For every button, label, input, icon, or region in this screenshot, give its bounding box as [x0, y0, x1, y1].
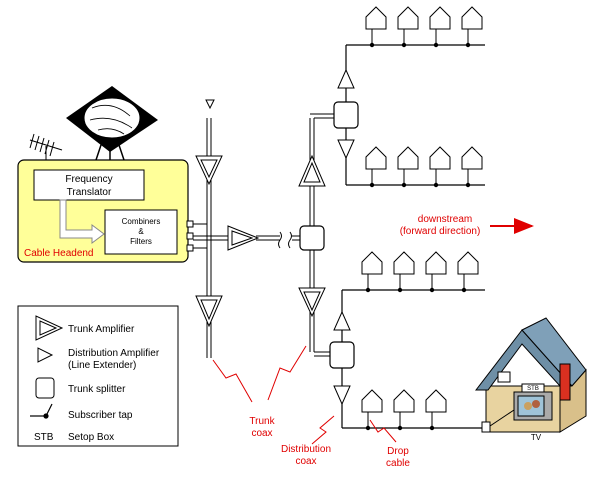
distribution-coax-label-1: Distribution: [281, 444, 331, 455]
yagi-antenna-icon: [29, 133, 63, 160]
subscriber-tap: [433, 182, 439, 188]
subscriber-tap: [369, 42, 375, 48]
house-icon: [425, 389, 447, 413]
tv-label: TV: [531, 433, 542, 442]
legend-distribution-amplifier-label-1: Distribution Amplifier: [68, 348, 160, 359]
drop-cable-label-2: cable: [386, 458, 410, 469]
house-icon: [461, 146, 483, 170]
cable-headend-label: Cable Headend: [24, 248, 94, 259]
frequency-translator-label-2: Translator: [67, 187, 112, 198]
trunk-amplifier-5: [298, 287, 326, 318]
house-icon: [365, 146, 387, 170]
legend: Trunk Amplifier Distribution Amplifier (…: [17, 305, 179, 447]
subscriber-tap: [461, 287, 467, 293]
subscriber-tap: [429, 425, 435, 431]
subscriber-home-detail: STB TV: [474, 317, 587, 442]
legend-trunk-amplifier-icon: [35, 315, 64, 341]
satellite-dish-icon: [66, 86, 158, 161]
legend-distribution-amplifier-label-2: (Line Extender): [68, 360, 136, 371]
legend-distribution-amplifier-icon: [37, 347, 54, 363]
trunk-amplifier-3: [227, 225, 260, 251]
drop-cable-label-1: Drop: [387, 446, 409, 457]
frequency-translator-box: [33, 169, 145, 201]
stb-box-icon: [521, 383, 545, 393]
downstream-label-2: (forward direction): [400, 226, 481, 237]
combiners-label-2: &: [138, 227, 144, 236]
house-icon: [429, 146, 451, 170]
combiners-filters-box: [104, 209, 178, 255]
house-window-icon: [497, 371, 511, 383]
legend-stb-desc: Setop Box: [68, 432, 114, 443]
subscriber-tap: [401, 42, 407, 48]
headend-port-3: [186, 244, 194, 252]
subscriber-tap: [365, 425, 371, 431]
house-icon: [461, 6, 483, 30]
legend-trunk-splitter-label: Trunk splitter: [68, 384, 126, 395]
distribution-amplifier-1: [337, 68, 355, 89]
house-icon: [425, 251, 447, 275]
chimney-icon: [559, 363, 571, 401]
trunk-coax-label-1: Trunk: [249, 416, 275, 427]
trunk-amplifier-1: [195, 155, 223, 186]
subscriber-tap: [397, 287, 403, 293]
frequency-translator-label-1: Frequency: [65, 174, 112, 185]
internal-flow-arrow: [59, 199, 105, 244]
trunk-splitter-lower: [329, 341, 355, 369]
combiners-label-1: Combiners: [122, 217, 161, 226]
trunk-coax-label-2: coax: [251, 428, 272, 439]
headend-port-2: [186, 232, 194, 240]
house-icon: [393, 389, 415, 413]
house-icon: [457, 251, 479, 275]
legend-subscriber-tap-icon: [30, 403, 53, 419]
trunk-amplifier-4: [298, 154, 326, 187]
distribution-amplifier-3: [333, 310, 351, 331]
legend-stb-abbrev: STB: [34, 432, 54, 443]
distribution-coax-label-2: coax: [295, 456, 316, 467]
wall-outlet-icon: [481, 421, 491, 433]
subscriber-tap: [397, 425, 403, 431]
legend-trunk-splitter-icon: [35, 377, 55, 399]
subscriber-tap: [433, 42, 439, 48]
trunk-end-marker-icon: [205, 99, 215, 110]
house-icon: [397, 146, 419, 170]
house-icon: [361, 251, 383, 275]
headend-port-1: [186, 220, 194, 228]
subscriber-tap: [401, 182, 407, 188]
distribution-amplifier-2: [337, 139, 355, 160]
distribution-amplifier-4: [333, 385, 351, 406]
downstream-label-1: downstream: [418, 214, 472, 225]
subscriber-tap: [465, 42, 471, 48]
house-icon: [397, 6, 419, 30]
trunk-splitter-upper: [333, 101, 359, 129]
legend-trunk-amplifier-label: Trunk Amplifier: [68, 324, 135, 335]
subscriber-tap: [429, 287, 435, 293]
house-icon: [393, 251, 415, 275]
stb-label: STB: [527, 386, 539, 392]
cable-headend: Frequency Translator Combiners & Filters…: [17, 159, 194, 263]
subscriber-tap: [369, 182, 375, 188]
combiners-label-3: Filters: [130, 237, 152, 246]
subscriber-tap: [365, 287, 371, 293]
trunk-splitter-main: [299, 225, 325, 251]
legend-subscriber-tap-label: Subscriber tap: [68, 410, 133, 421]
house-icon: [361, 389, 383, 413]
callout-lines: [212, 345, 397, 445]
subscriber-tap: [465, 182, 471, 188]
house-icon: [429, 6, 451, 30]
subscriber-houses: [361, 6, 483, 431]
house-icon: [365, 6, 387, 30]
trunk-amplifier-2: [195, 295, 223, 328]
